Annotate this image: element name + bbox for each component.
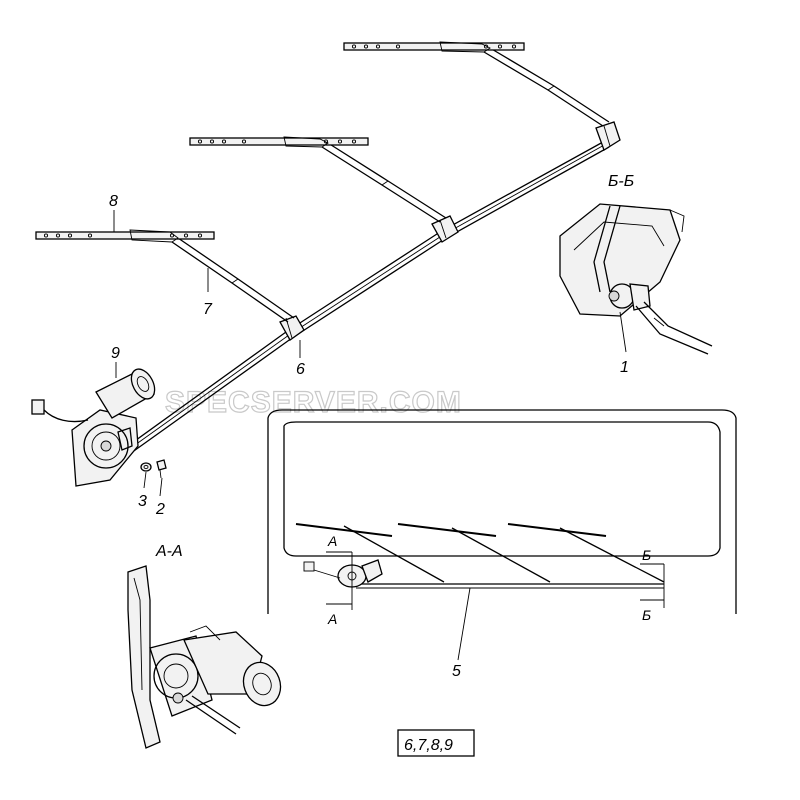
windshield-wiper-blades <box>295 523 665 583</box>
windshield-frame <box>267 409 737 614</box>
section-mark-a: А А <box>326 533 353 627</box>
callout-6: 6 <box>296 361 305 378</box>
section-mark-b-top: Б <box>642 547 651 563</box>
section-bb-title: Б-Б <box>608 173 634 190</box>
bolt-part <box>156 459 167 479</box>
wiper-blade-middle <box>189 136 369 148</box>
callout-8: 8 <box>109 193 118 210</box>
wiper-blade-right <box>343 41 525 53</box>
wiper-arm-right <box>483 47 610 127</box>
callout-7: 7 <box>203 301 213 318</box>
callout-3: 3 <box>138 493 147 510</box>
watermark-text: SPECSERVER.COM <box>165 386 462 419</box>
section-bb-view <box>559 203 713 355</box>
leader-1 <box>619 311 627 353</box>
wiper-arm-left <box>171 237 295 323</box>
windshield-motor <box>303 559 383 588</box>
linkage-rod <box>124 141 610 454</box>
section-aa-title: А-А <box>155 543 183 560</box>
motor-connector-cable <box>31 399 89 423</box>
section-aa-view <box>127 565 282 749</box>
leader-2 <box>159 477 163 497</box>
section-mark-b: Б Б <box>640 547 665 623</box>
nut-part <box>140 462 152 472</box>
section-mark-b-bottom: Б <box>642 607 651 623</box>
callout-1: 1 <box>620 359 629 376</box>
windshield-linkage <box>356 583 664 589</box>
section-mark-a-top: А <box>327 533 337 549</box>
callout-5: 5 <box>452 663 461 680</box>
callout-9: 9 <box>111 345 120 362</box>
section-mark-a-bottom: А <box>327 611 337 627</box>
callout-2: 2 <box>155 501 165 518</box>
wiper-arm-middle <box>321 142 447 223</box>
pivot-housing-3 <box>595 121 621 151</box>
wiper-motor <box>71 368 156 487</box>
parts-note-text: 6,7,8,9 <box>404 737 453 754</box>
wiper-blade-left <box>35 229 215 243</box>
parts-note-box: 6,7,8,9 <box>397 729 475 757</box>
leader-5 <box>457 587 471 661</box>
pivot-housing-2 <box>431 215 459 243</box>
leader-3 <box>143 471 147 489</box>
